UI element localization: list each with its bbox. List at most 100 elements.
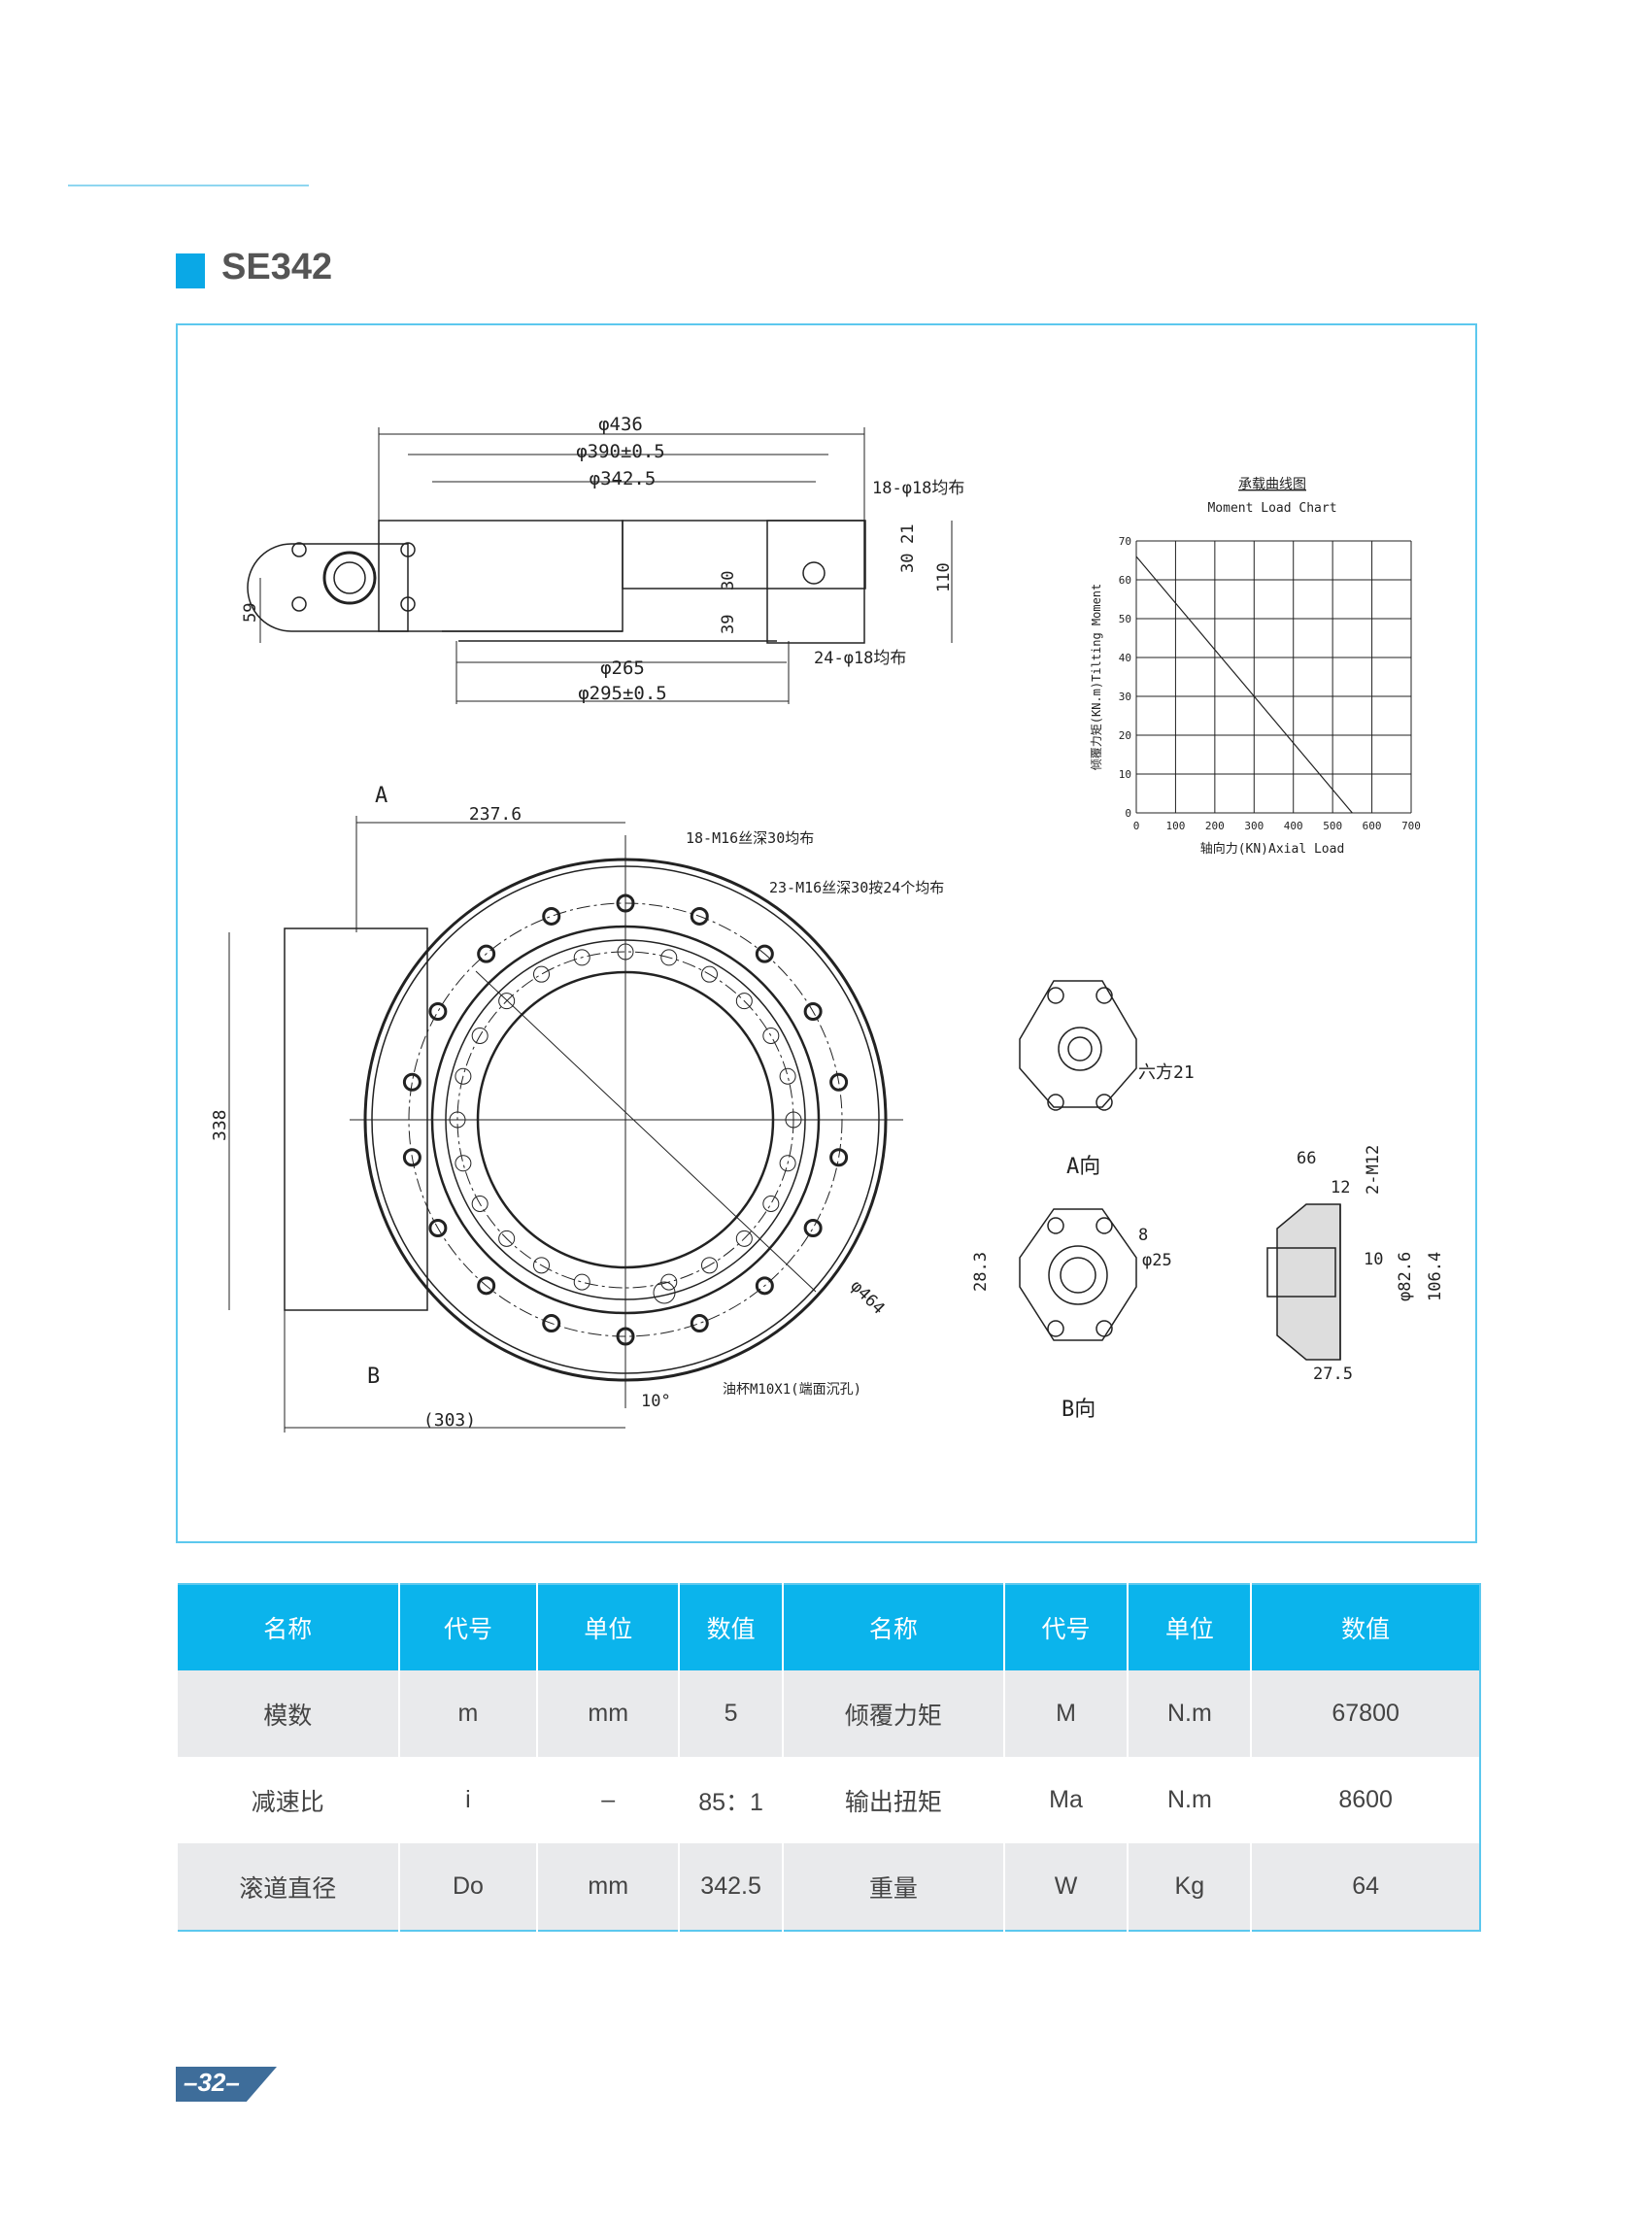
inner-thread-hole (762, 1028, 780, 1044)
header-cell: 名称 (782, 1584, 1004, 1670)
chart-ytick: 0 (1125, 807, 1131, 820)
outer-bolt-hole (755, 1276, 774, 1296)
inner-thread-hole (533, 965, 550, 983)
table-cell: 倾覆力矩 (782, 1670, 1004, 1757)
view-a: 六方21 A向 (1019, 980, 1195, 1179)
dim-holes24: 24-φ18均布 (814, 649, 906, 668)
page-number-badge: –32– (176, 2067, 277, 2102)
outer-bolt-hole (829, 1072, 849, 1092)
chart-xtick: 200 (1205, 820, 1225, 832)
inner-thread-hole (735, 993, 753, 1010)
outer-bolt-hole (402, 1148, 421, 1167)
dim-d342: φ342.5 (590, 468, 657, 489)
header-cell: 代号 (1002, 1584, 1129, 1670)
arrow-a-label: A (375, 784, 388, 808)
chart-ytick: 60 (1119, 574, 1131, 587)
chart-ytick: 20 (1119, 729, 1131, 742)
inner-thread-hole (471, 1028, 489, 1044)
table-cell: M (1002, 1670, 1129, 1757)
view-b-label: B向 (1062, 1398, 1096, 1422)
inner-thread-hole (701, 1257, 718, 1274)
table-cell: mm (536, 1843, 680, 1931)
inner-thread-hole (762, 1196, 780, 1212)
dim-key8: 8 (1138, 1226, 1148, 1245)
outer-bolt-hole (755, 944, 774, 963)
page-title: SE342 (221, 247, 333, 287)
chart-ytick: 30 (1119, 691, 1131, 703)
table-cell: N.m (1127, 1757, 1252, 1843)
outer-bolt-hole (402, 1072, 421, 1092)
page-number: –32– (184, 2068, 240, 2097)
dim-w237: 237.6 (469, 804, 522, 825)
inner-thread-hole (573, 1273, 590, 1291)
inner-thread-hole (660, 949, 678, 966)
inner-thread-hole (498, 993, 516, 1010)
inner-thread-hole (617, 943, 634, 961)
inner-threads-note: 23-M16丝深30按24个均布 (769, 879, 944, 896)
oil-cup (653, 1281, 676, 1304)
ring-upper (622, 520, 866, 590)
table-cell: Kg (1127, 1843, 1252, 1931)
chart-series-line (1135, 556, 1353, 814)
table-cell: 5 (678, 1670, 784, 1757)
table-cell: mm (536, 1670, 680, 1757)
chart-xlabel: 轴向力(KN)Axial Load (1200, 841, 1345, 857)
dim-h30b: 30 (719, 571, 738, 590)
dim-h1064: 106.4 (1426, 1252, 1445, 1301)
table-cell: 滚道直径 (176, 1843, 399, 1931)
inner-thread-hole (779, 1067, 796, 1085)
table-cell: 减速比 (176, 1757, 399, 1843)
chart-ytick: 40 (1119, 652, 1131, 664)
outer-bolt-hole (616, 1327, 635, 1346)
inner-thread-hole (573, 949, 590, 966)
dim-d390: φ390±0.5 (576, 441, 665, 462)
outer-bolt-hole (803, 1219, 823, 1237)
worm-flange (247, 543, 409, 632)
dim-h39: 39 (719, 615, 738, 634)
chart-ytick: 50 (1119, 613, 1131, 625)
outer-bolt-hole (829, 1148, 849, 1167)
plan-view: A 237.6 B 338 (303) 10° φ464 18-M16丝深30均… (210, 784, 944, 1433)
inner-thread-hole (785, 1111, 802, 1129)
header-cell: 单位 (1127, 1584, 1252, 1670)
worm-shaft (322, 551, 377, 605)
outer-bolt-hole (690, 1314, 709, 1333)
chart-title: 承载曲线图 (1238, 477, 1306, 492)
inner-thread-hole (455, 1067, 472, 1085)
inner-thread-hole (735, 1230, 753, 1247)
header-rule (68, 185, 309, 186)
chart-ytick: 70 (1119, 535, 1131, 548)
table-cell: 64 (1250, 1843, 1480, 1931)
chart-xtick: 400 (1284, 820, 1303, 832)
inner-thread-hole (533, 1257, 550, 1274)
housing-outline (378, 520, 624, 632)
chart-xtick: 500 (1323, 820, 1342, 832)
outer-bolt-hole (542, 1314, 561, 1333)
top-view: φ436 φ390±0.5 φ342.5 18-φ18均布 21 30 110 … (241, 414, 964, 704)
header-cell: 代号 (397, 1584, 538, 1670)
table-cell: Do (397, 1843, 538, 1931)
dim-d436: φ436 (598, 414, 643, 435)
table-cell: 输出扭矩 (782, 1757, 1004, 1843)
header-cell: 名称 (176, 1584, 399, 1670)
table-cell: i (397, 1757, 538, 1843)
end-section: 66 12 2-M12 10 φ82.6 106.4 27.5 (1266, 1145, 1445, 1384)
dim-w303: (303) (423, 1410, 476, 1431)
drawing-frame (176, 323, 1477, 1543)
dim-h21: 21 (898, 524, 918, 544)
dim-w10: 10 (1364, 1250, 1383, 1269)
ring-section (766, 520, 865, 644)
dim-d25: φ25 (1142, 1251, 1172, 1270)
dim-d464: φ464 (846, 1276, 888, 1318)
table-cell: W (1002, 1843, 1129, 1931)
dim-h110: 110 (934, 562, 954, 592)
dim-w66: 66 (1297, 1149, 1316, 1168)
outer-bolt-hole (428, 1219, 448, 1237)
table-cell: 342.5 (678, 1843, 784, 1931)
dim-angle10: 10° (641, 1392, 671, 1411)
moment-load-chart: 承载曲线图 Moment Load Chart 轴向力(KN)Axial Loa… (1090, 477, 1421, 857)
outer-bolt-hole (428, 1002, 448, 1021)
